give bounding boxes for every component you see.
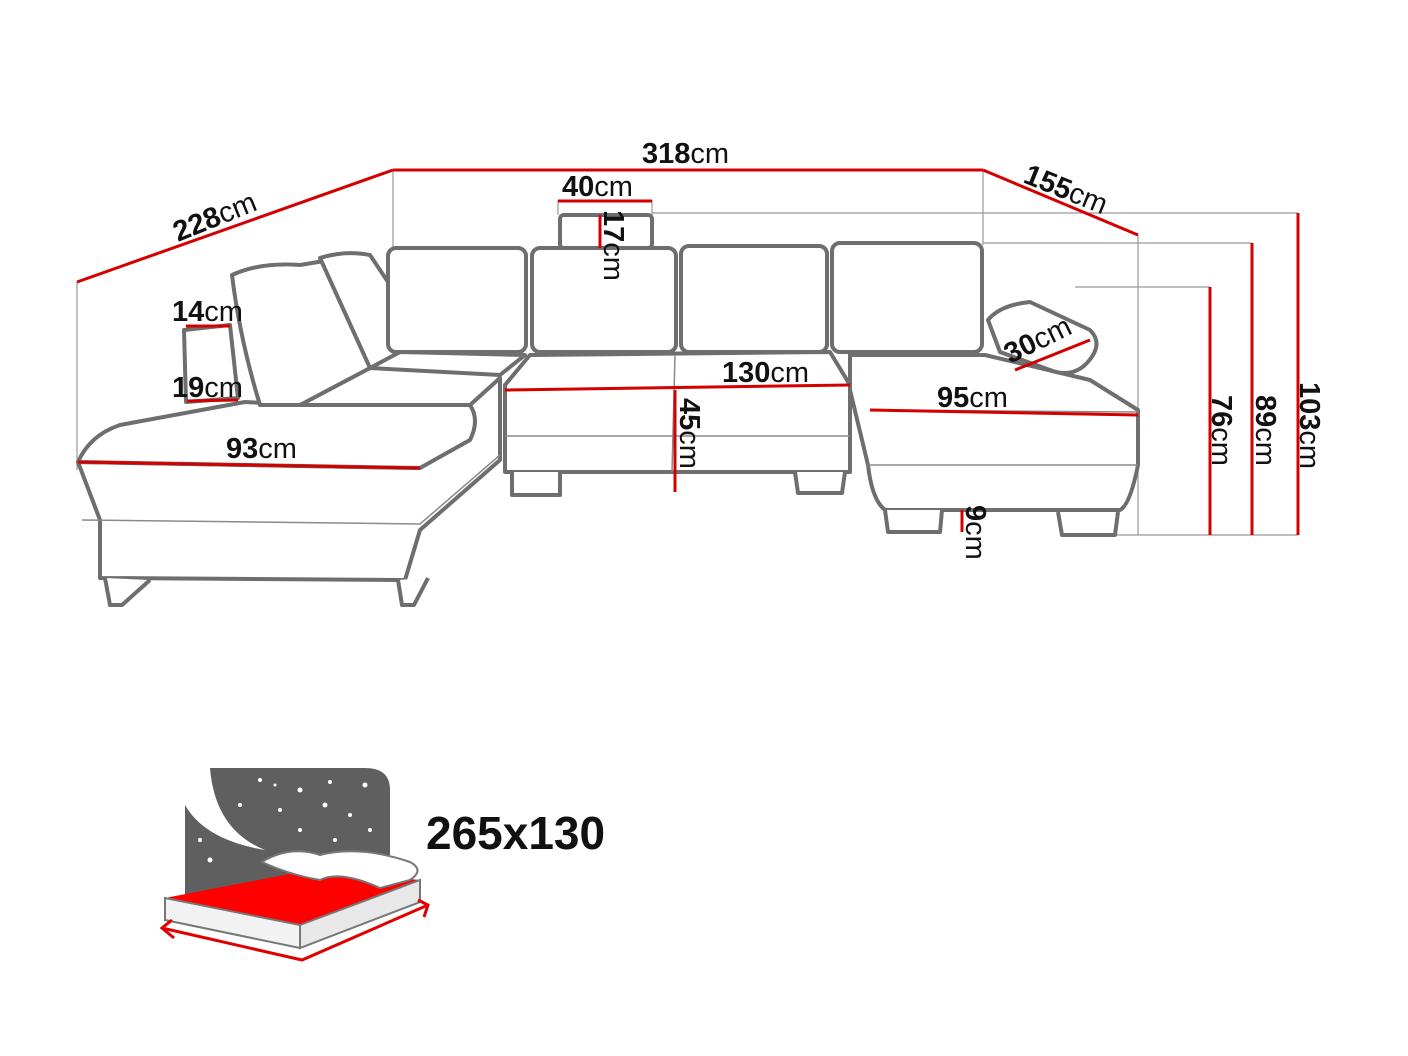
middle-section xyxy=(386,213,984,497)
extension-lines xyxy=(76,170,1298,536)
dimension-lines xyxy=(76,168,1300,535)
label-headrest-width: 40cm xyxy=(562,171,633,203)
label-middle-width: 130cm xyxy=(722,357,809,389)
label-leg-height: 9cm xyxy=(959,505,991,560)
label-headrest-height: 17cm xyxy=(597,210,629,281)
left-chaise xyxy=(76,251,527,607)
label-seat-height: 45cm xyxy=(673,398,705,469)
label-headrest-total-height: 103cm xyxy=(1293,382,1325,469)
label-chaise-right-depth: 95cm xyxy=(937,382,1008,414)
label-right-depth: 155cm xyxy=(1019,159,1112,221)
bed-with-night-sky-icon xyxy=(159,768,430,962)
label-cushion-height: 89cm xyxy=(1249,395,1281,466)
label-armrest-top: 14cm xyxy=(172,296,243,328)
right-chaise xyxy=(848,300,1140,537)
label-total-width: 318cm xyxy=(642,138,729,170)
label-chaise-left-depth: 93cm xyxy=(226,433,297,465)
label-left-depth: 228cm xyxy=(169,186,262,248)
label-armrest-bottom: 19cm xyxy=(172,372,243,404)
label-back-height: 76cm xyxy=(1205,395,1237,466)
sleeping-area-label: 265x130 xyxy=(426,807,606,859)
